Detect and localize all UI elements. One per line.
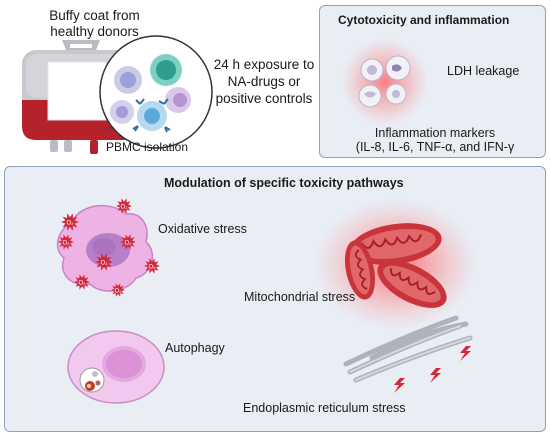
ros-symbol: O₂ xyxy=(121,205,129,211)
inflammation-markers: Inflammation markers (IL-8, IL-6, TNF-α,… xyxy=(330,126,540,154)
pathways-panel-title: Modulation of specific toxicity pathways xyxy=(164,176,404,190)
ros-symbol: O₂ xyxy=(67,221,75,227)
ros-burst-icon: O₂ xyxy=(144,258,160,274)
exposure-line2: NA-drugs or xyxy=(227,74,301,89)
ros-burst-icon: O₂ xyxy=(61,213,79,231)
exposure-text: 24 h exposure to NA-drugs or positive co… xyxy=(206,56,322,107)
exposure-line1: 24 h exposure to xyxy=(213,57,315,72)
ros-burst-icon: O₂ xyxy=(58,234,74,250)
exposure-line3: positive controls xyxy=(215,91,313,106)
er-stress-label: Endoplasmic reticulum stress xyxy=(243,401,406,415)
pbmc-isolation-label: PBMC isolation xyxy=(106,140,189,154)
ros-symbol: O₂ xyxy=(115,289,123,295)
ros-burst-icon: O₂ xyxy=(95,253,113,271)
ros-symbol: O₂ xyxy=(149,265,157,271)
ros-symbol: O₂ xyxy=(125,241,133,247)
inflammation-markers-line1: Inflammation markers xyxy=(374,126,496,140)
ros-symbol: O₂ xyxy=(79,281,87,287)
oxidative-stress-label: Oxidative stress xyxy=(158,222,247,236)
inflammation-markers-line2: (IL-8, IL-6, TNF-α, and IFN-γ xyxy=(355,140,515,154)
buffy-coat-title-line2: healthy donors xyxy=(50,24,139,39)
buffy-coat-title: Buffy coat from healthy donors xyxy=(22,8,167,40)
ldh-leakage-label: LDH leakage xyxy=(447,64,520,78)
ros-burst-icon: O₂ xyxy=(111,283,125,297)
ros-burst-icon: O₂ xyxy=(120,234,136,250)
mitochondrial-stress-label: Mitochondrial stress xyxy=(244,290,356,304)
cytotoxicity-panel-title: Cytotoxicity and inflammation xyxy=(338,13,510,27)
buffy-coat-title-line1: Buffy coat from xyxy=(49,8,140,23)
ros-burst-icon: O₂ xyxy=(116,198,132,214)
ros-burst-icon: O₂ xyxy=(74,274,90,290)
ros-symbol: O₂ xyxy=(101,261,109,267)
ros-symbol: O₂ xyxy=(63,241,71,247)
autophagy-label: Autophagy xyxy=(165,341,225,355)
